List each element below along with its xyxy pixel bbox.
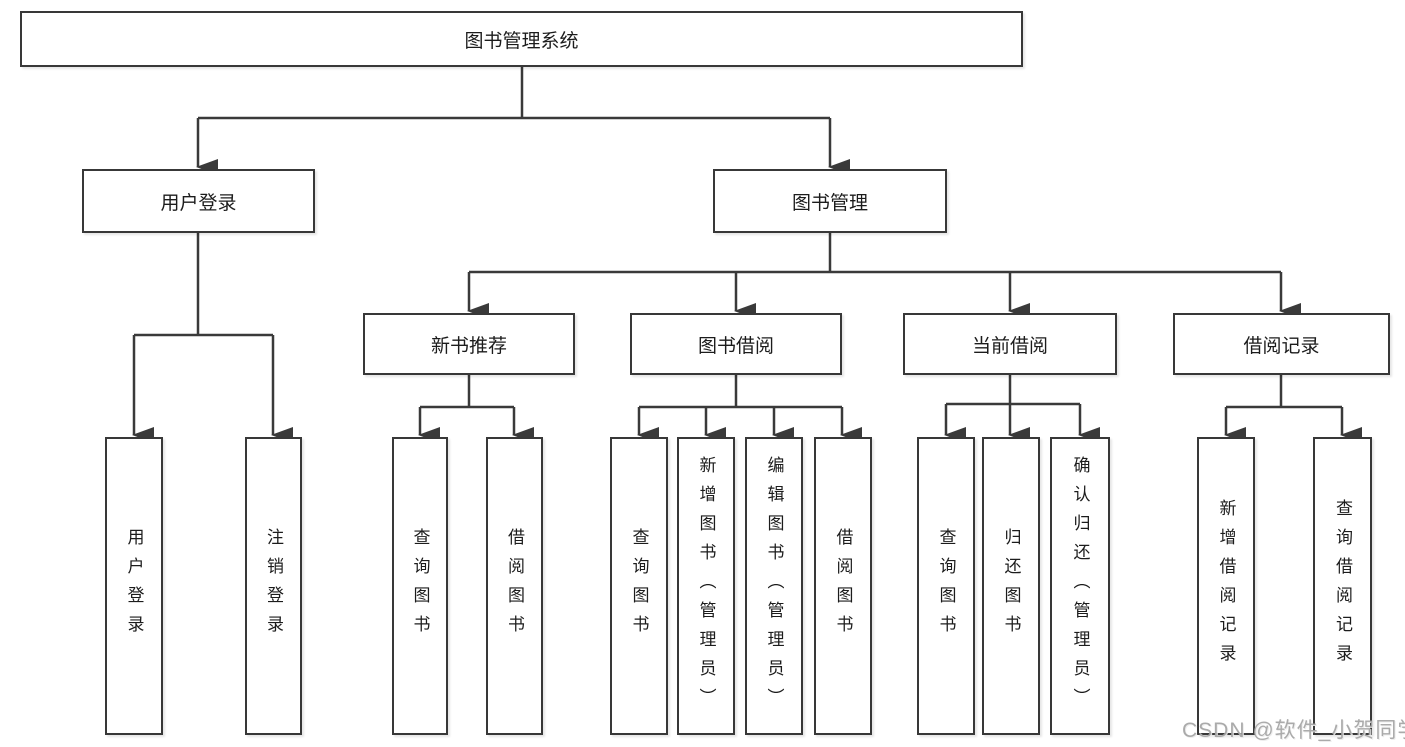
leaf-add-borrow-record: 新增借阅记录	[1197, 437, 1255, 735]
connector-book-borrowing-bus	[639, 375, 842, 409]
node-new-book-recommend: 新书推荐	[363, 313, 575, 375]
node-system-root: 图书管理系统	[20, 11, 1023, 67]
leaf-query-books-2: 查询图书	[610, 437, 668, 735]
leaf-edit-book-admin: 编辑图书（管理员）	[745, 437, 803, 735]
connector-user-login-bus	[134, 233, 273, 337]
node-book-management-branch: 图书管理	[713, 169, 947, 233]
connector-current-borrowing-bus	[946, 375, 1080, 406]
node-borrowing-records: 借阅记录	[1173, 313, 1390, 375]
leaf-confirm-return-admin: 确认归还（管理员）	[1050, 437, 1110, 735]
connector-borrowing-records-bus	[1226, 375, 1342, 409]
leaf-borrow-books-2: 借阅图书	[814, 437, 872, 735]
node-current-borrowing: 当前借阅	[903, 313, 1117, 375]
leaf-borrow-books-1: 借阅图书	[486, 437, 543, 735]
leaf-query-borrow-record: 查询借阅记录	[1313, 437, 1372, 735]
connector-root-bus	[198, 67, 830, 120]
leaf-user-login: 用户登录	[105, 437, 163, 735]
leaf-query-books-3: 查询图书	[917, 437, 975, 735]
connector-new-book-recommend-bus	[420, 375, 514, 409]
watermark: CSDN @软件_小贺同学	[1182, 719, 1405, 742]
node-user-login-branch: 用户登录	[82, 169, 315, 233]
leaf-query-books-1: 查询图书	[392, 437, 448, 735]
connector-book-management-bus	[469, 233, 1281, 274]
leaf-add-book-admin: 新增图书（管理员）	[677, 437, 735, 735]
leaf-logout: 注销登录	[245, 437, 302, 735]
leaf-return-books: 归还图书	[982, 437, 1040, 735]
node-book-borrowing: 图书借阅	[630, 313, 842, 375]
